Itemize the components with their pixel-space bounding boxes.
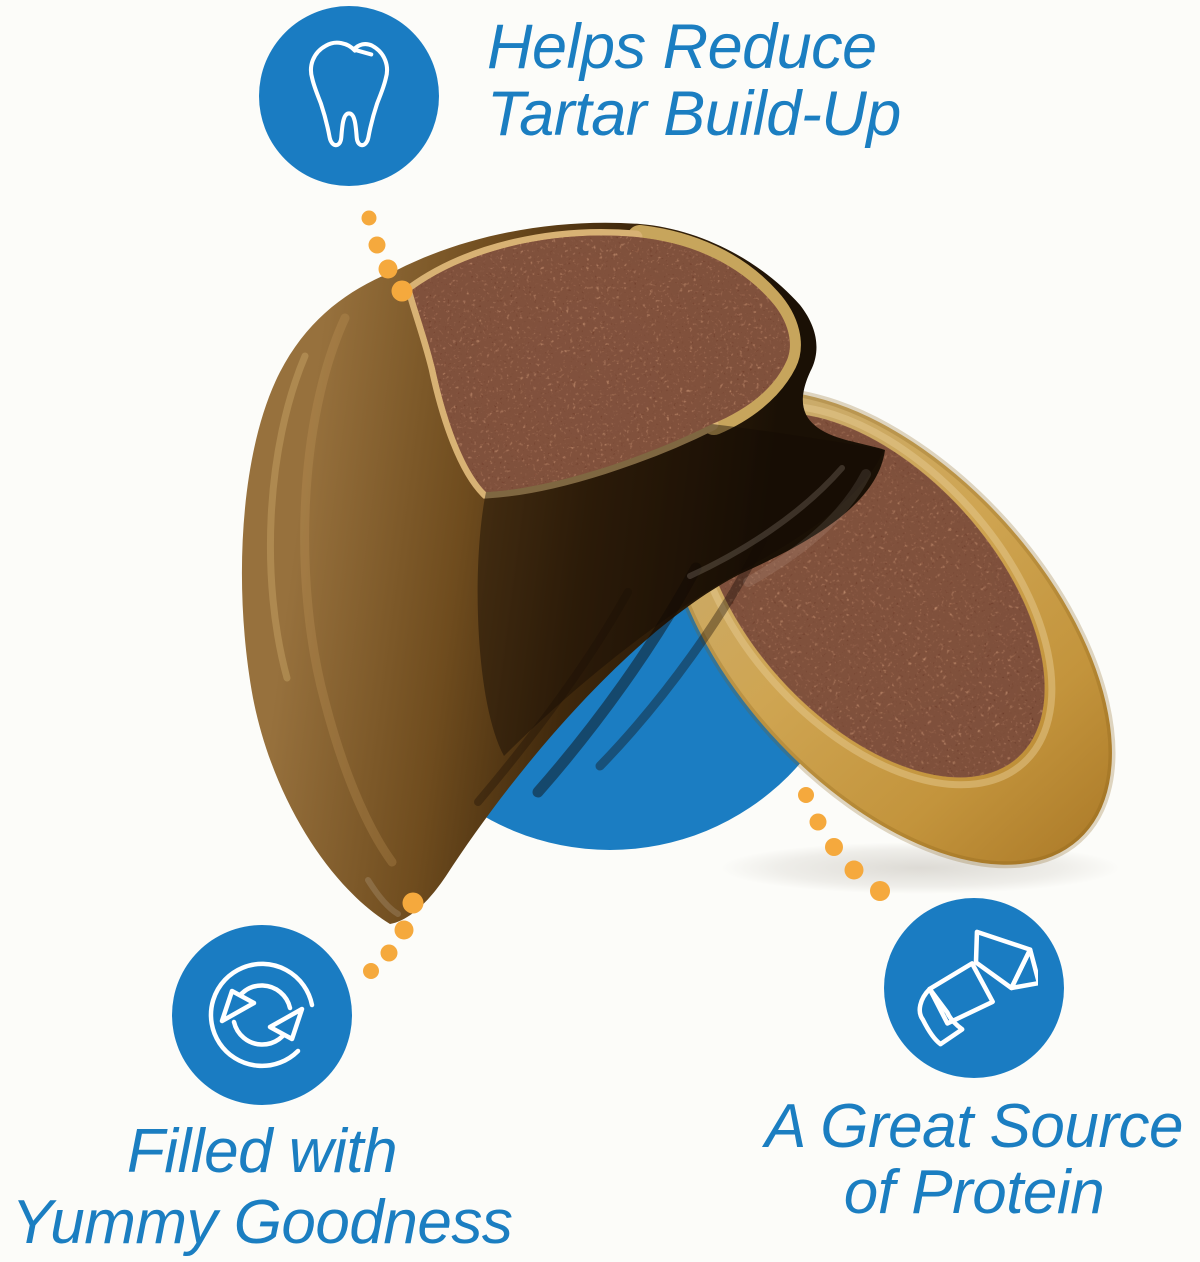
tartar-line-1: Helps Reduce bbox=[487, 12, 877, 82]
tartar-badge bbox=[259, 6, 439, 186]
refresh-icon bbox=[208, 961, 315, 1069]
chew-left-half bbox=[241, 222, 886, 925]
yummy-callout-text: Filled with Yummy Goodness bbox=[2, 1116, 522, 1258]
tartar-callout-text: Helps Reduce Tartar Build-Up bbox=[487, 14, 901, 148]
yummy-line-1: Filled with bbox=[126, 1117, 398, 1186]
protein-line-1: A Great Source bbox=[764, 1092, 1184, 1161]
protein-ribbon-icon bbox=[917, 929, 1038, 1047]
yummy-line-2: Yummy Goodness bbox=[11, 1188, 513, 1257]
protein-badge bbox=[884, 898, 1064, 1078]
yummy-badge bbox=[172, 925, 352, 1105]
dotted-trail-tartar bbox=[361, 210, 413, 302]
tartar-line-2: Tartar Build-Up bbox=[487, 79, 901, 149]
protein-line-2: of Protein bbox=[843, 1158, 1105, 1227]
dotted-trail-yummy bbox=[363, 892, 424, 979]
protein-callout-text: A Great Source of Protein bbox=[714, 1094, 1200, 1226]
dotted-trail-protein bbox=[798, 787, 890, 901]
tooth-icon bbox=[308, 40, 390, 148]
